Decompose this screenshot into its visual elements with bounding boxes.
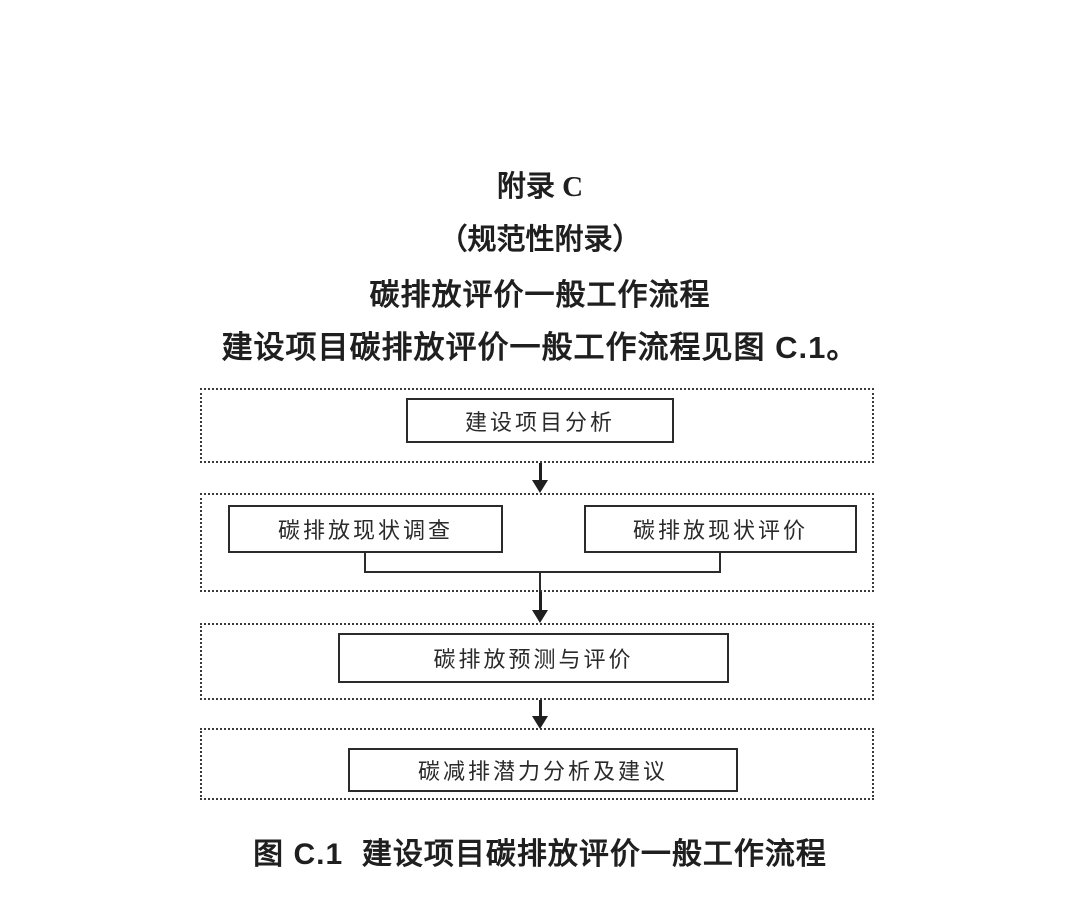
figure-caption: 图 C.1 建设项目碳排放评价一般工作流程 <box>253 838 827 871</box>
connector-line-horizontal <box>364 571 721 573</box>
flow-node-reduction-potential: 碳减排潜力分析及建议 <box>348 748 738 792</box>
connector-line-left-stub <box>364 553 366 573</box>
arrow-head <box>532 480 548 493</box>
flow-node-prediction-evaluation: 碳排放预测与评价 <box>338 633 729 683</box>
flow-node-status-survey: 碳排放现状调查 <box>228 505 503 553</box>
flow-arrow-down-3-icon <box>532 700 548 729</box>
appendix-subject-title: 碳排放评价一般工作流程 <box>369 279 711 312</box>
flow-node-project-analysis: 建设项目分析 <box>406 398 674 443</box>
connector-line-center-stub <box>539 571 541 592</box>
flow-arrow-down-2-icon <box>532 592 548 623</box>
flow-arrow-down-1-icon <box>532 463 548 493</box>
arrow-head <box>532 716 548 729</box>
arrow-shaft <box>538 592 542 610</box>
appendix-label: 附录 C <box>496 171 584 203</box>
intro-paragraph: 建设项目碳排放评价一般工作流程见图 C.1。 <box>221 330 859 365</box>
appendix-type-label: （规范性附录） <box>438 224 642 256</box>
flow-node-status-evaluation: 碳排放现状评价 <box>584 505 857 553</box>
arrow-shaft <box>538 700 542 716</box>
arrow-shaft <box>538 463 542 480</box>
arrow-head <box>532 610 548 623</box>
connector-line-right-stub <box>719 553 721 573</box>
